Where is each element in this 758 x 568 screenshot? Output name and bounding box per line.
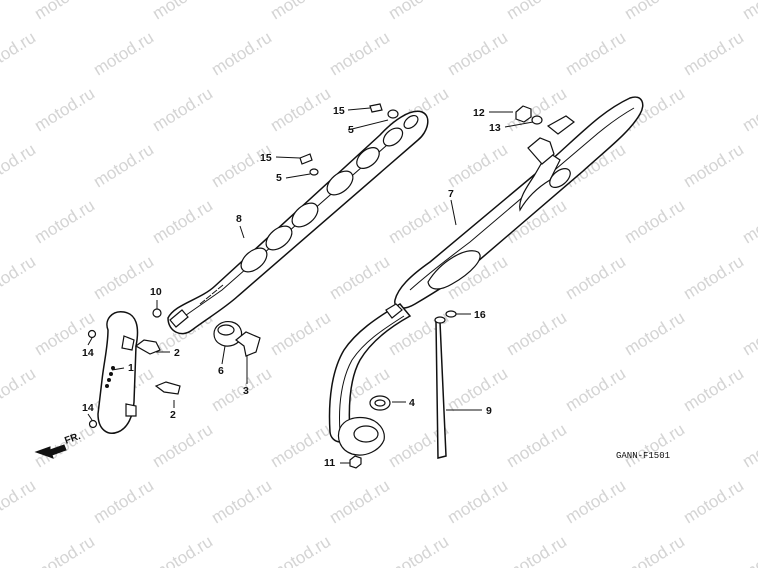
- small-hardware: [87, 103, 543, 469]
- watermark-text: motod.ru: [680, 140, 747, 192]
- watermark-text: motod.ru: [562, 364, 629, 416]
- watermark-text: motod.ru: [90, 252, 157, 304]
- callout-14a: 14: [82, 347, 94, 359]
- callout-8: 8: [236, 213, 242, 225]
- drain-tube-part: [434, 316, 447, 459]
- watermark-text: motod.ru: [680, 28, 747, 80]
- watermark-text: motod.ru: [444, 140, 511, 192]
- front-guard-part: [97, 311, 139, 434]
- watermark-text: motod.ru: [621, 308, 688, 360]
- watermark-text: motod.ru: [444, 28, 511, 80]
- watermark-text: motod.ru: [267, 532, 334, 568]
- watermark-text: motod.ru: [385, 0, 452, 23]
- watermark-text: motod.ru: [208, 140, 275, 192]
- callout-16: 16: [474, 309, 486, 321]
- callout-9: 9: [486, 405, 492, 417]
- leader-lines: [87, 107, 534, 464]
- watermark-text: motod.ru: [444, 364, 511, 416]
- callout-14b: 14: [82, 402, 94, 414]
- watermark-text: motod.ru: [621, 196, 688, 248]
- watermark-text: motod.ru: [680, 364, 747, 416]
- watermark-text: motod.ru: [90, 476, 157, 528]
- callout-7: 7: [448, 188, 454, 200]
- watermark-text: motod.ru: [739, 532, 758, 568]
- callout-2a: 2: [174, 347, 180, 359]
- watermark-text: motod.ru: [31, 0, 98, 23]
- watermark-text: motod.ru: [31, 532, 98, 568]
- watermark-text: motod.ru: [680, 252, 747, 304]
- watermark-text: motod.ru: [31, 196, 98, 248]
- watermark-text: motod.ru: [149, 420, 216, 472]
- watermark-text: motod.ru: [149, 0, 216, 23]
- watermark-text: motod.ru: [562, 28, 629, 80]
- gasket-part: [369, 395, 391, 411]
- watermark-text: motod.ru: [739, 420, 758, 472]
- callout-15a: 15: [333, 105, 345, 117]
- watermark-text: motod.ru: [149, 532, 216, 568]
- watermark-text: motod.ru: [621, 420, 688, 472]
- callout-3: 3: [243, 385, 249, 397]
- watermark-text: motod.ru: [149, 196, 216, 248]
- watermark-text: motod.ru: [0, 476, 39, 528]
- watermark-text: motod.ru: [444, 476, 511, 528]
- watermark-text: motod.ru: [208, 28, 275, 80]
- callout-11: 11: [324, 457, 335, 469]
- callout-15b: 15: [260, 152, 272, 164]
- callout-5a: 5: [348, 124, 354, 136]
- watermark-text: motod.ru: [0, 364, 39, 416]
- callout-4: 4: [409, 397, 415, 409]
- callout-13: 13: [489, 122, 501, 134]
- watermark-text: motod.ru: [0, 252, 39, 304]
- watermark-text: motod.ru: [680, 476, 747, 528]
- watermark-text: motod.ru: [562, 476, 629, 528]
- watermark-text: motod.ru: [31, 84, 98, 136]
- watermark-text: motod.ru: [326, 476, 393, 528]
- watermark-text: motod.ru: [503, 532, 570, 568]
- muffler-part: [328, 96, 644, 456]
- watermark-text: motod.ru: [149, 84, 216, 136]
- callout-10: 10: [150, 286, 162, 298]
- diagram-code: GANN-F1501: [616, 451, 670, 461]
- callout-5b: 5: [276, 172, 282, 184]
- watermark-text: motod.ru: [621, 532, 688, 568]
- watermark-text: motod.ru: [562, 252, 629, 304]
- callout-numbers: 1 2 2 3 4 5 5 6 7 8 9 10 11 12 13 14 14 …: [82, 105, 501, 469]
- watermark-text: motod.ru: [0, 140, 39, 192]
- watermark-text: motod.ru: [503, 308, 570, 360]
- front-direction-label: FR.: [63, 431, 82, 447]
- callout-2b: 2: [170, 409, 176, 421]
- heat-shield-part: [167, 110, 429, 335]
- watermark-text: motod.ru: [385, 532, 452, 568]
- watermark-text: motod.ru: [267, 0, 334, 23]
- watermark-text: motod.ru: [267, 308, 334, 360]
- watermark-text: motod.ru: [739, 308, 758, 360]
- watermark-text: motod.ru: [208, 476, 275, 528]
- watermark-text: motod.ru: [267, 84, 334, 136]
- front-direction-arrow-icon: [34, 444, 67, 459]
- callout-1: 1: [128, 362, 134, 374]
- watermark-text: motod.ru: [739, 0, 758, 23]
- callout-12: 12: [473, 107, 485, 119]
- watermark-text: motod.ru: [90, 28, 157, 80]
- watermark-text: motod.ru: [739, 196, 758, 248]
- watermark-text: motod.ru: [739, 84, 758, 136]
- watermark-text: motod.ru: [0, 28, 39, 80]
- watermark-text: motod.ru: [90, 140, 157, 192]
- watermark-text: motod.ru: [503, 0, 570, 23]
- watermark-text: motod.ru: [326, 28, 393, 80]
- watermark-text: motod.ru: [385, 196, 452, 248]
- watermark-text: motod.ru: [503, 420, 570, 472]
- callout-6: 6: [218, 365, 224, 377]
- watermark-text: motod.ru: [326, 252, 393, 304]
- watermark-text: motod.ru: [621, 0, 688, 23]
